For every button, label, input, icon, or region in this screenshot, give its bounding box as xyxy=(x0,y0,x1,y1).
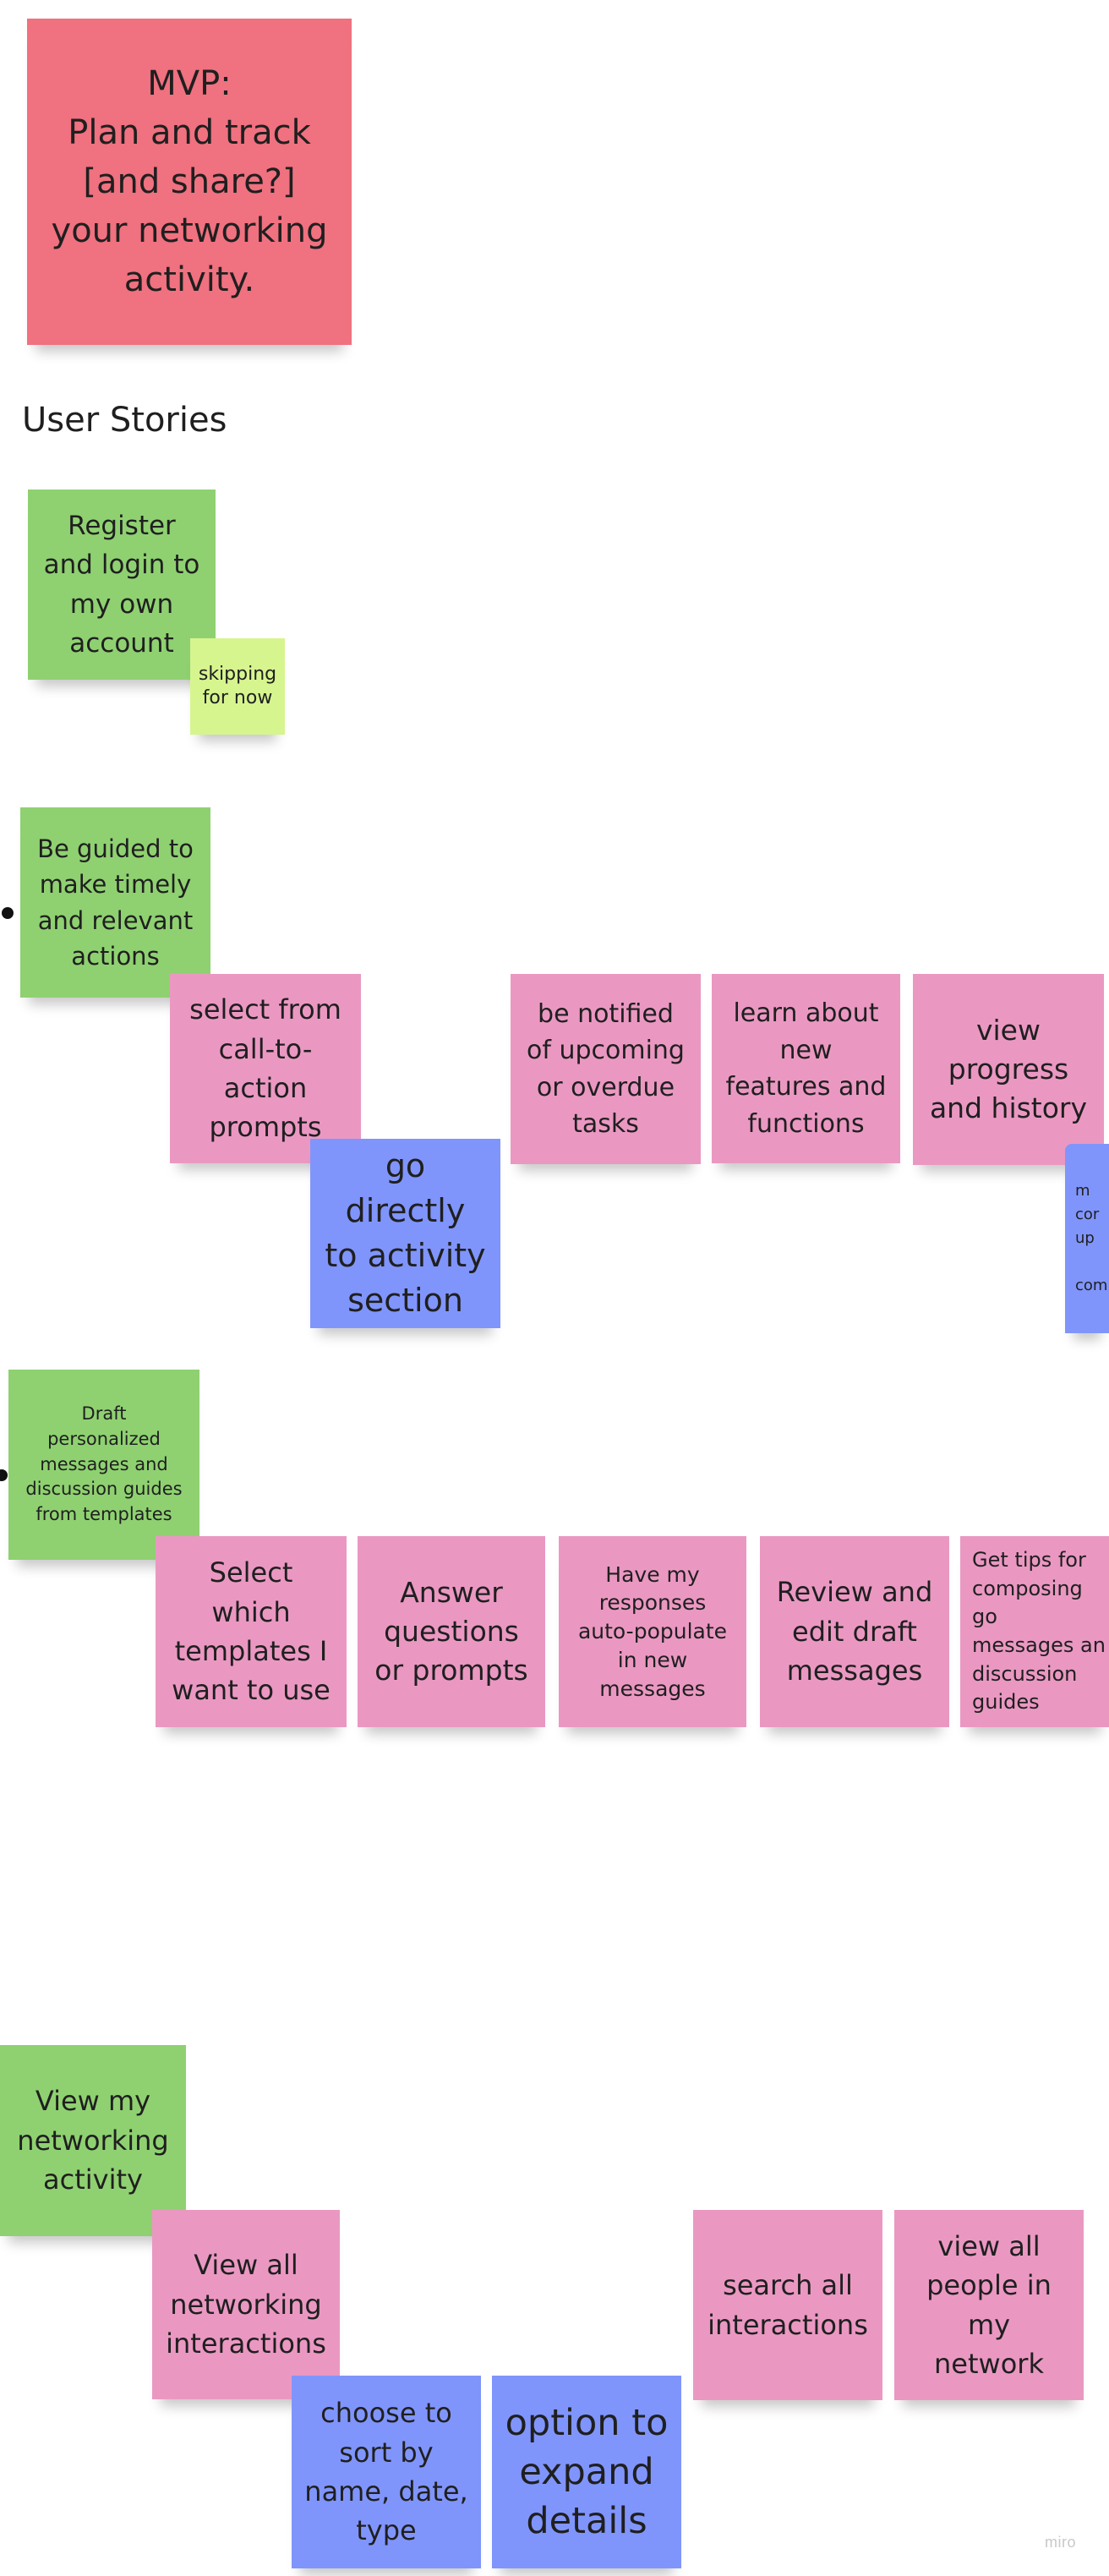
sticky-note-task[interactable]: view all people in my network xyxy=(894,2210,1084,2400)
sticky-note-text: option to expand details xyxy=(505,2401,669,2543)
sticky-note-task-partial[interactable]: Get tips for composing go messages an di… xyxy=(960,1536,1109,1727)
sticky-note-task[interactable]: search all interactions xyxy=(693,2210,882,2400)
connector-dot xyxy=(2,907,14,919)
sticky-note-task[interactable]: view progress and history xyxy=(913,974,1104,1165)
sticky-note-epic[interactable]: View my networking activity xyxy=(0,2045,186,2236)
sticky-note-text: be notified of upcoming or overdue tasks xyxy=(527,998,685,1140)
sticky-note-epic[interactable]: Register and login to my own account xyxy=(28,489,216,680)
sticky-note-text: View my networking activity xyxy=(17,2085,169,2196)
sticky-note-text: Select which templates I want to use xyxy=(172,1556,331,1707)
sticky-note-text: Register and login to my own account xyxy=(43,510,200,659)
sticky-note-text: go directly to activity section xyxy=(325,1146,486,1320)
sticky-note-epic[interactable]: Be guided to make timely and relevant ac… xyxy=(20,807,210,998)
connector-dot xyxy=(0,1469,8,1481)
sticky-note-comment[interactable]: skipping for now xyxy=(190,638,285,735)
sticky-note-task[interactable]: View all networking interactions xyxy=(152,2210,340,2399)
sticky-note-text: Get tips for composing go messages an di… xyxy=(972,1548,1106,1715)
sticky-note-task[interactable]: Select which templates I want to use xyxy=(156,1536,347,1727)
sticky-note-text: View all networking interactions xyxy=(166,2249,326,2360)
sticky-note-text: Draft personalized messages and discussi… xyxy=(25,1403,183,1525)
sticky-note-text: view all people in my network xyxy=(926,2229,1052,2380)
sticky-note-text: choose to sort by name, date, type xyxy=(304,2397,468,2547)
sticky-note-subtask-partial[interactable]: m cor up com xyxy=(1065,1144,1109,1333)
sticky-note-task[interactable]: learn about new features and functions xyxy=(712,974,900,1163)
sticky-note-subtask[interactable]: option to expand details xyxy=(492,2376,681,2568)
sticky-note-task[interactable]: Have my responses auto-populate in new m… xyxy=(559,1536,746,1727)
sticky-note-task[interactable]: Review and edit draft messages xyxy=(760,1536,949,1727)
sticky-note-text: MVP: Plan and track [and share?] your ne… xyxy=(51,64,328,299)
sticky-note-mvp[interactable]: MVP: Plan and track [and share?] your ne… xyxy=(27,19,352,345)
sticky-note-subtask[interactable]: choose to sort by name, date, type xyxy=(292,2376,481,2568)
sticky-note-task[interactable]: be notified of upcoming or overdue tasks xyxy=(511,974,701,1164)
sticky-note-text: Have my responses auto-populate in new m… xyxy=(577,1561,728,1701)
section-heading: User Stories xyxy=(22,401,227,440)
sticky-note-text: Be guided to make timely and relevant ac… xyxy=(37,834,194,971)
sticky-note-text: select from call-to- action prompts xyxy=(189,993,341,1144)
sticky-note-epic[interactable]: Draft personalized messages and discussi… xyxy=(8,1370,199,1560)
sticky-note-text: skipping for now xyxy=(198,663,277,708)
sticky-note-text: m cor up com xyxy=(1075,1182,1108,1294)
sticky-note-text: view progress and history xyxy=(929,1013,1088,1125)
sticky-note-text: Review and edit draft messages xyxy=(776,1576,933,1687)
sticky-note-task[interactable]: select from call-to- action prompts xyxy=(170,974,361,1163)
sticky-note-subtask[interactable]: go directly to activity section xyxy=(310,1139,500,1328)
sticky-note-text: Answer questions or prompts xyxy=(374,1575,528,1687)
sticky-note-task[interactable]: Answer questions or prompts xyxy=(358,1536,545,1727)
sticky-note-text: learn about new features and functions xyxy=(725,998,887,1139)
miro-watermark: miro xyxy=(1045,2534,1076,2551)
sticky-note-text: search all interactions xyxy=(707,2269,868,2341)
